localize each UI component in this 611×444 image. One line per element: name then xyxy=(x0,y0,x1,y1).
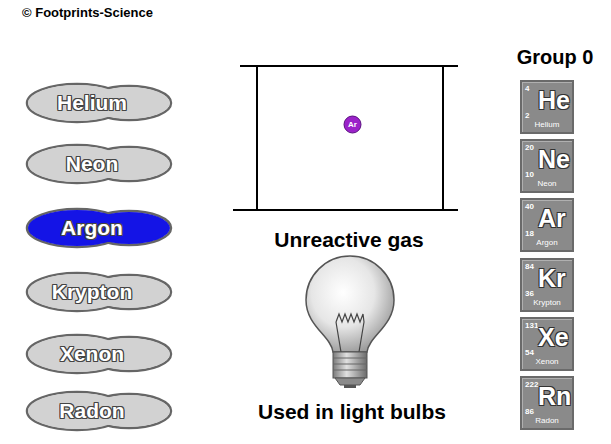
element-name: Radon xyxy=(522,417,572,425)
atomic-number: 2 xyxy=(525,112,529,120)
element-symbol: Kr xyxy=(538,266,566,291)
atomic-number: 18 xyxy=(525,230,534,238)
property-caption: Unreactive gas xyxy=(234,228,464,251)
element-name: Argon xyxy=(25,207,173,249)
element-name: Radon xyxy=(25,390,173,432)
group-heading: Group 0 xyxy=(505,46,605,68)
atom-symbol: Ar xyxy=(343,115,362,134)
element-symbol: Rn xyxy=(538,384,571,409)
atomic-number: 36 xyxy=(525,290,534,298)
use-caption: Used in light bulbs xyxy=(222,400,482,423)
element-tile: 20 10 NeNeon xyxy=(520,139,574,193)
mass-number: 84 xyxy=(525,263,534,271)
container-box xyxy=(233,66,458,210)
atomic-number: 86 xyxy=(525,408,534,416)
mass-number: 4 xyxy=(525,85,529,93)
element-name-oval: Radon xyxy=(25,390,173,432)
element-tile: 40 18 ArArgon xyxy=(520,198,574,252)
mass-number: 222 xyxy=(525,381,538,389)
mass-number: 20 xyxy=(525,144,534,152)
element-tile: 84 36 KrKrypton xyxy=(520,258,574,312)
element-name-oval: Xenon xyxy=(25,333,173,375)
element-tile: 131 54 XeXenon xyxy=(520,317,574,371)
element-name-oval: Krypton xyxy=(25,271,173,313)
atomic-number: 10 xyxy=(525,171,534,179)
element-tile: 222 86 RnRadon xyxy=(520,376,574,430)
element-name: Krypton xyxy=(522,299,572,307)
atomic-number: 54 xyxy=(525,349,534,357)
element-tile: 4 2 HeHelium xyxy=(520,80,574,134)
element-symbol: Xe xyxy=(538,325,569,350)
element-symbol: Ar xyxy=(538,206,566,231)
element-symbol: Ne xyxy=(538,147,570,172)
element-name: Xenon xyxy=(522,358,572,366)
element-name-oval: Neon xyxy=(25,143,173,185)
element-name: Neon xyxy=(25,143,173,185)
mass-number: 131 xyxy=(525,322,538,330)
copyright-note: © Footprints-Science xyxy=(22,6,222,20)
element-name: Xenon xyxy=(25,333,173,375)
element-name: Helium xyxy=(522,121,572,129)
element-name: Krypton xyxy=(25,271,173,313)
mass-number: 40 xyxy=(525,203,534,211)
element-symbol: He xyxy=(538,88,570,113)
element-name-oval: Helium xyxy=(25,82,173,124)
atom-particle: Ar xyxy=(343,115,362,134)
element-name-oval: Argon xyxy=(25,207,173,249)
element-name: Argon xyxy=(522,239,572,247)
element-name: Helium xyxy=(25,82,173,124)
light-bulb xyxy=(306,256,394,388)
element-name: Neon xyxy=(522,180,572,188)
